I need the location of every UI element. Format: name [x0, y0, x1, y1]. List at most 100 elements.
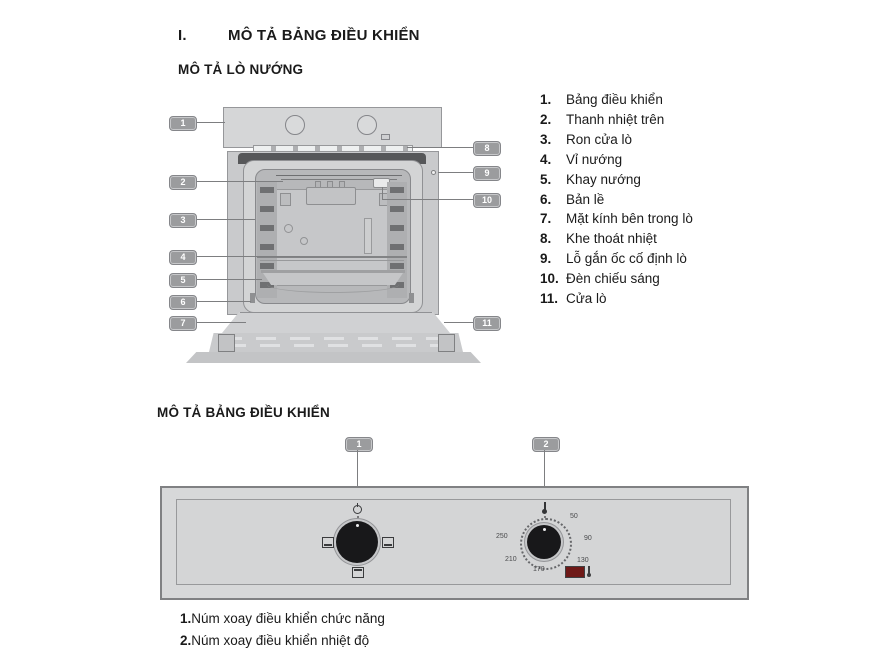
callout-line-8 [407, 147, 473, 148]
callout-line-4 [195, 256, 300, 257]
vent-strip [253, 145, 413, 152]
function-knob [336, 521, 378, 563]
legend-item: 10. Đèn chiếu sáng [540, 269, 693, 289]
temp-label-210: 210 [505, 556, 517, 563]
legend-item: 8.Khe thoát nhiệt [540, 229, 693, 249]
legend-item-label: Bản lề [566, 191, 605, 207]
panel-face [176, 499, 731, 585]
legend-item-number: 8. [540, 231, 552, 247]
legend-item-label: Vỉ nướng [566, 151, 623, 167]
wire-rack-bar [260, 260, 404, 261]
knob-position-dot [357, 516, 359, 518]
temp-label-170: 170 [533, 566, 545, 573]
callout-line-2 [195, 181, 283, 182]
legend-item: 2.Núm xoay điều khiển nhiệt độ [180, 630, 385, 652]
knob-indicator [542, 528, 546, 531]
control-knob-left [285, 115, 305, 135]
top-heating-element-bar [281, 179, 397, 180]
legend-item: 3.Ron cửa lò [540, 130, 693, 150]
back-panel-slot [364, 218, 372, 254]
callout-line-5 [195, 279, 262, 280]
legend-item: 2.Thanh nhiệt trên [540, 110, 693, 130]
door-base [186, 352, 481, 363]
callout-line-11 [444, 322, 473, 323]
legend-item-label: Mặt kính bên trong lò [566, 211, 693, 227]
callout-badge-4: 4 [169, 250, 197, 265]
callout-badge-2: 2 [169, 175, 197, 190]
legend-item-label: Khay nướng [566, 171, 641, 187]
temp-label-90: 90 [584, 535, 592, 542]
grill-bracket [306, 187, 356, 205]
legend-item-number: 2. [540, 111, 552, 127]
callout-badge-5: 5 [169, 273, 197, 288]
temp-tick-ring [520, 518, 572, 570]
door-inner-frame [209, 333, 463, 352]
callout-line-10-vertical [382, 187, 383, 200]
legend-item-number: 5. [540, 171, 552, 187]
panel-section-title: MÔ TẢ BẢNG ĐIỀU KHIỂN [157, 405, 330, 420]
oven-legend: 1.Bảng điều khiển 2.Thanh nhiệt trên 3.R… [540, 90, 693, 309]
knob-indicator [355, 524, 359, 527]
callout-badge-6: 6 [169, 295, 197, 310]
thermometer-icon-bulb [542, 509, 547, 514]
control-display [381, 134, 390, 140]
door-slot-row [216, 344, 456, 347]
legend-item-label: Lỗ gắn ốc cố định lò [566, 251, 687, 267]
callout-badge-8: 8 [473, 141, 501, 156]
legend-item-number: 7. [540, 211, 552, 227]
door-slot-row [222, 337, 450, 340]
legend-item-number: 4. [540, 151, 552, 167]
callout-line-7 [195, 322, 246, 323]
back-panel-hole [284, 224, 293, 233]
legend-item-label: Đèn chiếu sáng [566, 271, 660, 287]
wire-rack [257, 256, 407, 258]
control-knob-right [357, 115, 377, 135]
top-heating-element [276, 175, 402, 176]
panel-legend: 1.Núm xoay điều khiển chức năng 2.Núm xo… [180, 608, 385, 652]
bottom-heat-icon [382, 537, 394, 548]
legend-item-number: 10. [540, 271, 559, 287]
legend-item-number: 3. [540, 131, 552, 147]
side-rail-right-slots [390, 187, 404, 295]
callout-badge-3: 3 [169, 213, 197, 228]
panel-callout-badge-2: 2 [532, 437, 560, 452]
knob-position-dot [544, 516, 546, 518]
door-glass [222, 312, 450, 333]
legend-item: 6.Bản lề [540, 190, 693, 210]
legend-item-number: 2. [180, 633, 192, 648]
legend-item-number: 9. [540, 251, 552, 267]
legend-item-label: Núm xoay điều khiển nhiệt độ [191, 633, 370, 648]
callout-badge-11: 11 [473, 316, 501, 331]
door-glass-edge [240, 312, 432, 313]
temp-label-50: 50 [570, 513, 578, 520]
page-title: MÔ TẢ BẢNG ĐIỀU KHIỂN [228, 27, 420, 44]
legend-item: 1.Bảng điều khiển [540, 90, 693, 110]
control-panel-diagram: 1 2 50 90 130 170 210 250 [0, 430, 869, 610]
cavity-floor [267, 276, 399, 293]
legend-item-number: 1. [540, 92, 552, 107]
callout-line-9 [438, 172, 473, 173]
legend-item-label: Núm xoay điều khiển chức năng [191, 611, 385, 626]
oven-diagram: 1 2 3 4 5 6 7 8 9 10 11 [169, 107, 501, 363]
callout-line-1 [195, 122, 225, 123]
panel-callout-line-1 [357, 450, 358, 512]
frame-hinge-right [409, 293, 414, 303]
legend-item: 9. Lỗ gắn ốc cố định lò [540, 249, 693, 269]
panel-callout-badge-1: 1 [345, 437, 373, 452]
side-rail-left-slots [260, 187, 274, 295]
callout-line-6 [195, 301, 251, 302]
callout-badge-7: 7 [169, 316, 197, 331]
temp-indicator-display [565, 566, 585, 578]
thermometer-icon [588, 566, 590, 574]
power-icon-bar [357, 503, 358, 507]
temp-label-130: 130 [577, 557, 589, 564]
legend-item: 1.Núm xoay điều khiển chức năng [180, 608, 385, 630]
temp-label-250: 250 [496, 533, 508, 540]
bottom-heat-icon [322, 537, 334, 548]
frame-hinge-left [250, 293, 255, 303]
oven-top-gap [238, 153, 426, 164]
legend-item-number: 11. [540, 291, 559, 307]
legend-item: 11.Cửa lò [540, 289, 693, 309]
thermometer-icon [544, 502, 546, 510]
